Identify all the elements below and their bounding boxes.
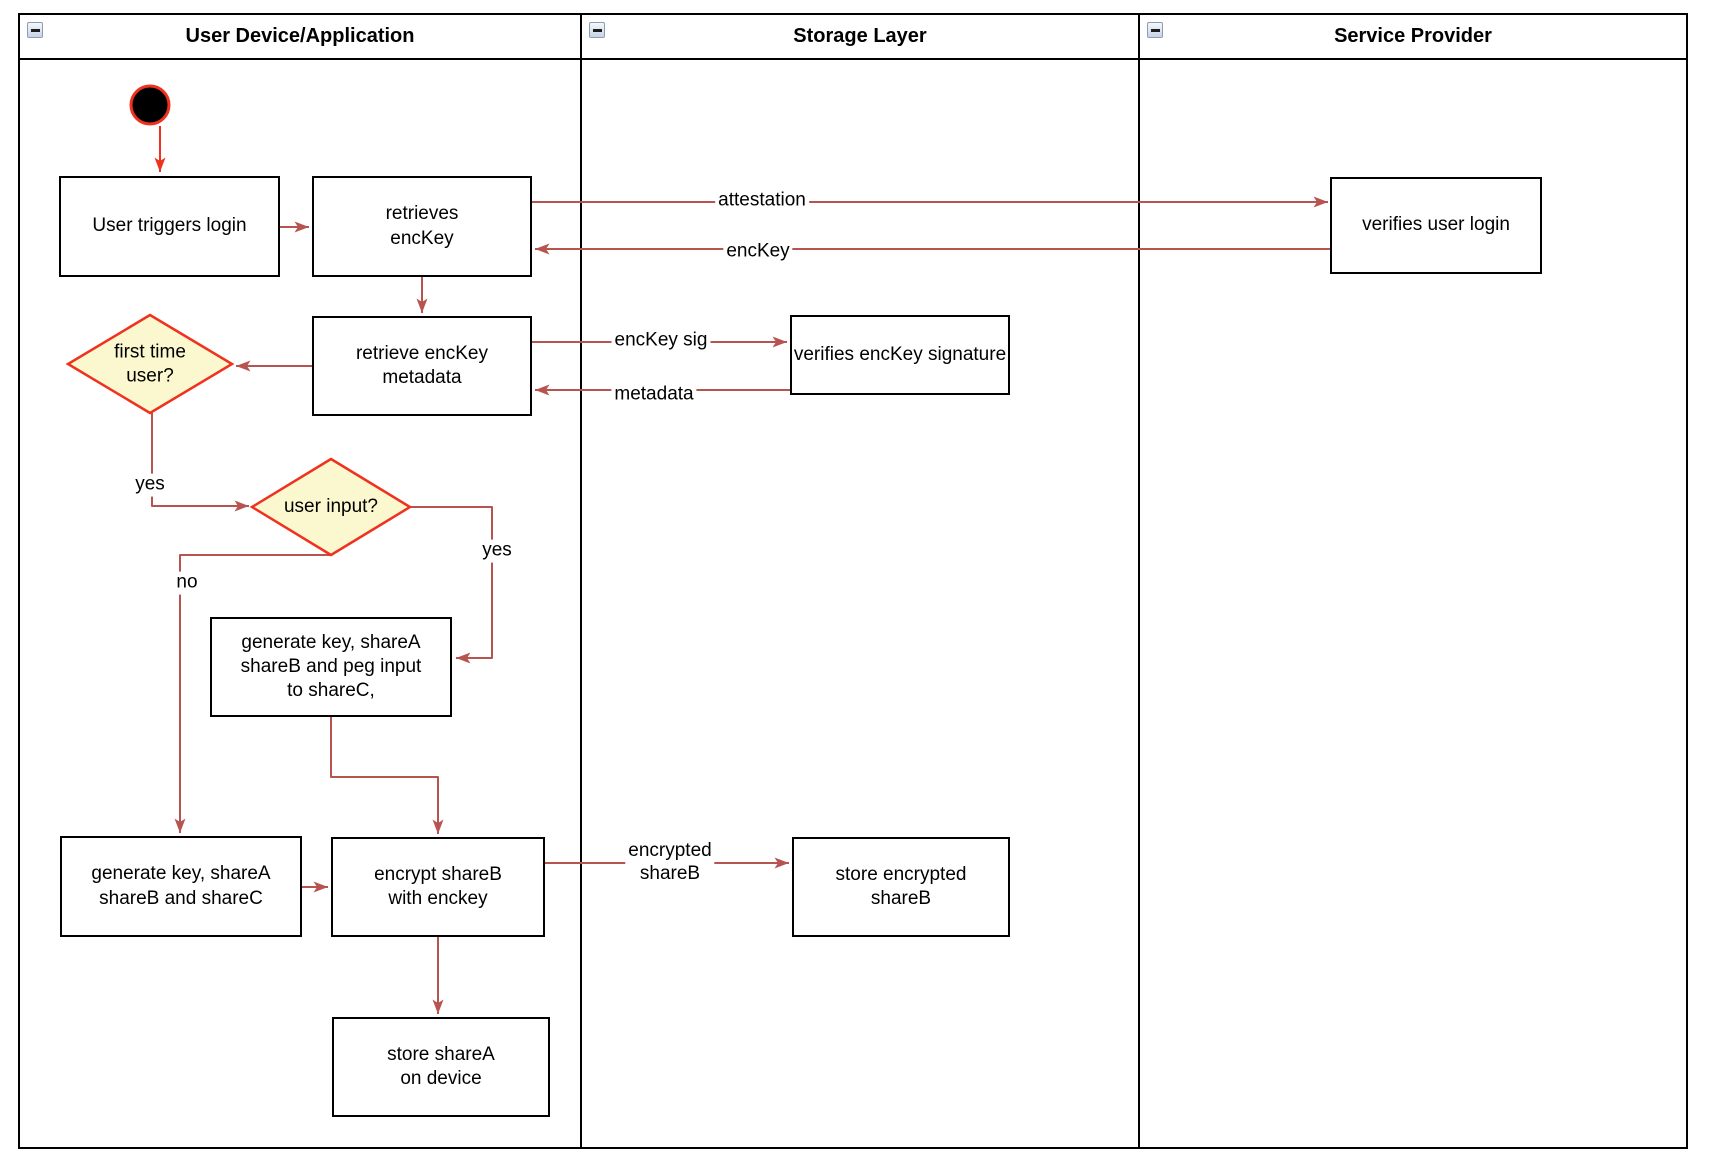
lane-title-service-provider: Service Provider <box>1334 25 1492 47</box>
start-node[interactable] <box>129 84 171 126</box>
node-encrypt-shareb[interactable]: encrypt shareB with enckey <box>331 837 545 937</box>
edge-label-enckey: encKey <box>723 240 793 264</box>
edge-label-enckey-sig: encKey sig <box>611 329 711 353</box>
node-label: encrypt shareB with enckey <box>374 863 502 909</box>
edge-label-no-user-input: no <box>173 571 201 595</box>
node-label: verifies encKey signature <box>793 343 1007 365</box>
minus-icon <box>30 28 40 32</box>
edge-yes-to-user-input <box>151 413 249 512</box>
lane-title-storage-layer: Storage Layer <box>793 25 927 47</box>
edge-label-yes-first-time: yes <box>132 473 168 497</box>
edge-peg-to-encrypt <box>330 717 444 834</box>
collapse-lane-button[interactable] <box>27 22 43 38</box>
node-user-triggers-login[interactable]: User triggers login <box>59 176 280 277</box>
lane-title-user-device: User Device/Application <box>185 25 415 47</box>
node-label: generate key, shareA shareB and peg inpu… <box>240 631 422 702</box>
node-label: store shareA on device <box>387 1043 495 1089</box>
decision-first-time-user[interactable] <box>65 313 235 415</box>
node-store-encrypted-shareb[interactable]: store encrypted shareB <box>792 837 1010 937</box>
lane-storage-layer: Storage Layer <box>580 15 1138 1147</box>
decision-label-first-time-user: first time user? <box>114 341 186 386</box>
lane-header-service-provider[interactable]: Service Provider <box>1140 15 1686 60</box>
node-label: store encrypted shareB <box>835 863 967 909</box>
minus-icon <box>1150 28 1160 32</box>
edge-label-metadata: metadata <box>611 383 697 407</box>
edge-label-yes-user-input: yes <box>479 539 515 563</box>
node-store-sharea[interactable]: store shareA on device <box>332 1017 550 1117</box>
decision-user-input[interactable] <box>249 457 413 557</box>
node-retrieve-enckey-metadata[interactable]: retrieve encKey metadata <box>312 316 532 416</box>
lane-service-provider: Service Provider <box>1138 15 1686 1147</box>
lane-user-device: User Device/Application <box>20 15 580 1147</box>
collapse-lane-button[interactable] <box>589 22 605 38</box>
node-generate-key-abc[interactable]: generate key, shareA shareB and shareC <box>60 836 302 937</box>
node-verifies-enckey-signature[interactable]: verifies encKey signature <box>790 315 1010 395</box>
edge-label-encrypted-shareb: encrypted shareB <box>625 840 715 886</box>
lane-header-storage-layer[interactable]: Storage Layer <box>582 15 1138 60</box>
node-label: retrieve encKey metadata <box>355 342 488 388</box>
minus-icon <box>592 28 602 32</box>
decision-label-user-input: user input? <box>283 496 379 518</box>
node-retrieves-enckey[interactable]: retrieves encKey <box>312 176 532 277</box>
edge-label-attestation: attestation <box>715 189 809 213</box>
node-label: verifies user login <box>1362 214 1510 236</box>
node-verifies-user-login[interactable]: verifies user login <box>1330 177 1542 274</box>
collapse-lane-button[interactable] <box>1147 22 1163 38</box>
node-generate-key-peg-input[interactable]: generate key, shareA shareB and peg inpu… <box>210 617 452 717</box>
node-label: generate key, shareA shareB and shareC <box>91 863 271 909</box>
lane-header-user-device[interactable]: User Device/Application <box>20 15 580 60</box>
edge-no-to-generate-abc <box>174 554 330 833</box>
node-label: User triggers login <box>92 215 247 237</box>
edge-yes-to-generate-peg <box>410 506 493 664</box>
node-label: retrieves encKey <box>385 203 459 249</box>
